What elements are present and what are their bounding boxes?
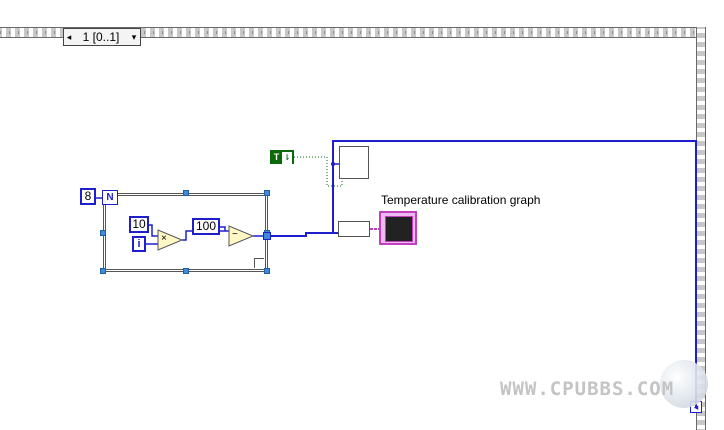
selection-handle[interactable] — [264, 190, 270, 196]
graph-property-node[interactable] — [339, 146, 369, 179]
graph-label: Temperature calibration graph — [381, 193, 541, 207]
loop-count-constant[interactable]: 8 — [80, 188, 96, 205]
subtrahend-constant[interactable]: 100 — [192, 218, 220, 235]
structure-frame-top-border — [0, 27, 706, 38]
wire-boolean-to-property-node[interactable] — [294, 156, 343, 187]
iteration-terminal[interactable]: i — [132, 236, 146, 252]
boolean-toggle-icon: ⇂ — [282, 152, 292, 164]
selection-handle[interactable] — [100, 230, 106, 236]
wire-constant-100-to-subtract[interactable] — [220, 226, 226, 231]
bundle-node[interactable] — [338, 221, 370, 237]
subtract-symbol: − — [232, 229, 238, 240]
selection-handle[interactable] — [183, 268, 189, 274]
case-selector[interactable]: ◂ 1 [0..1] ▾ — [63, 28, 141, 46]
temperature-graph-terminal[interactable] — [379, 211, 417, 245]
case-dropdown-icon[interactable]: ▾ — [131, 31, 137, 42]
loop-count-terminal[interactable]: N — [102, 190, 118, 205]
multiply-symbol: × — [161, 233, 167, 244]
wire-tunnel-to-bundle[interactable] — [271, 232, 338, 237]
wire-main-bus[interactable] — [332, 140, 697, 407]
multiplier-constant[interactable]: 10 — [129, 216, 149, 233]
multiply-node[interactable] — [157, 229, 184, 251]
count-wire — [96, 197, 102, 199]
selection-handle[interactable] — [183, 190, 189, 196]
boolean-value-label: T — [271, 151, 282, 163]
watermark-text: WWW.CPUBBS.COM — [500, 378, 675, 400]
subtract-node[interactable] — [228, 225, 255, 247]
boolean-true-constant[interactable]: T⇂ — [270, 150, 294, 164]
case-decrement-icon[interactable]: ◂ — [66, 31, 72, 42]
for-loop-resize-corner[interactable] — [254, 258, 264, 268]
graph-terminal-icon — [385, 216, 413, 242]
for-loop[interactable] — [103, 193, 268, 272]
selection-handle[interactable] — [264, 268, 270, 274]
case-selector-label: 1 [0..1] — [82, 30, 120, 44]
for-loop-output-tunnel[interactable] — [263, 232, 271, 240]
wire-constant-10-to-multiply[interactable] — [149, 224, 158, 237]
selection-handle[interactable] — [100, 268, 106, 274]
globe-logo-icon — [660, 360, 708, 408]
